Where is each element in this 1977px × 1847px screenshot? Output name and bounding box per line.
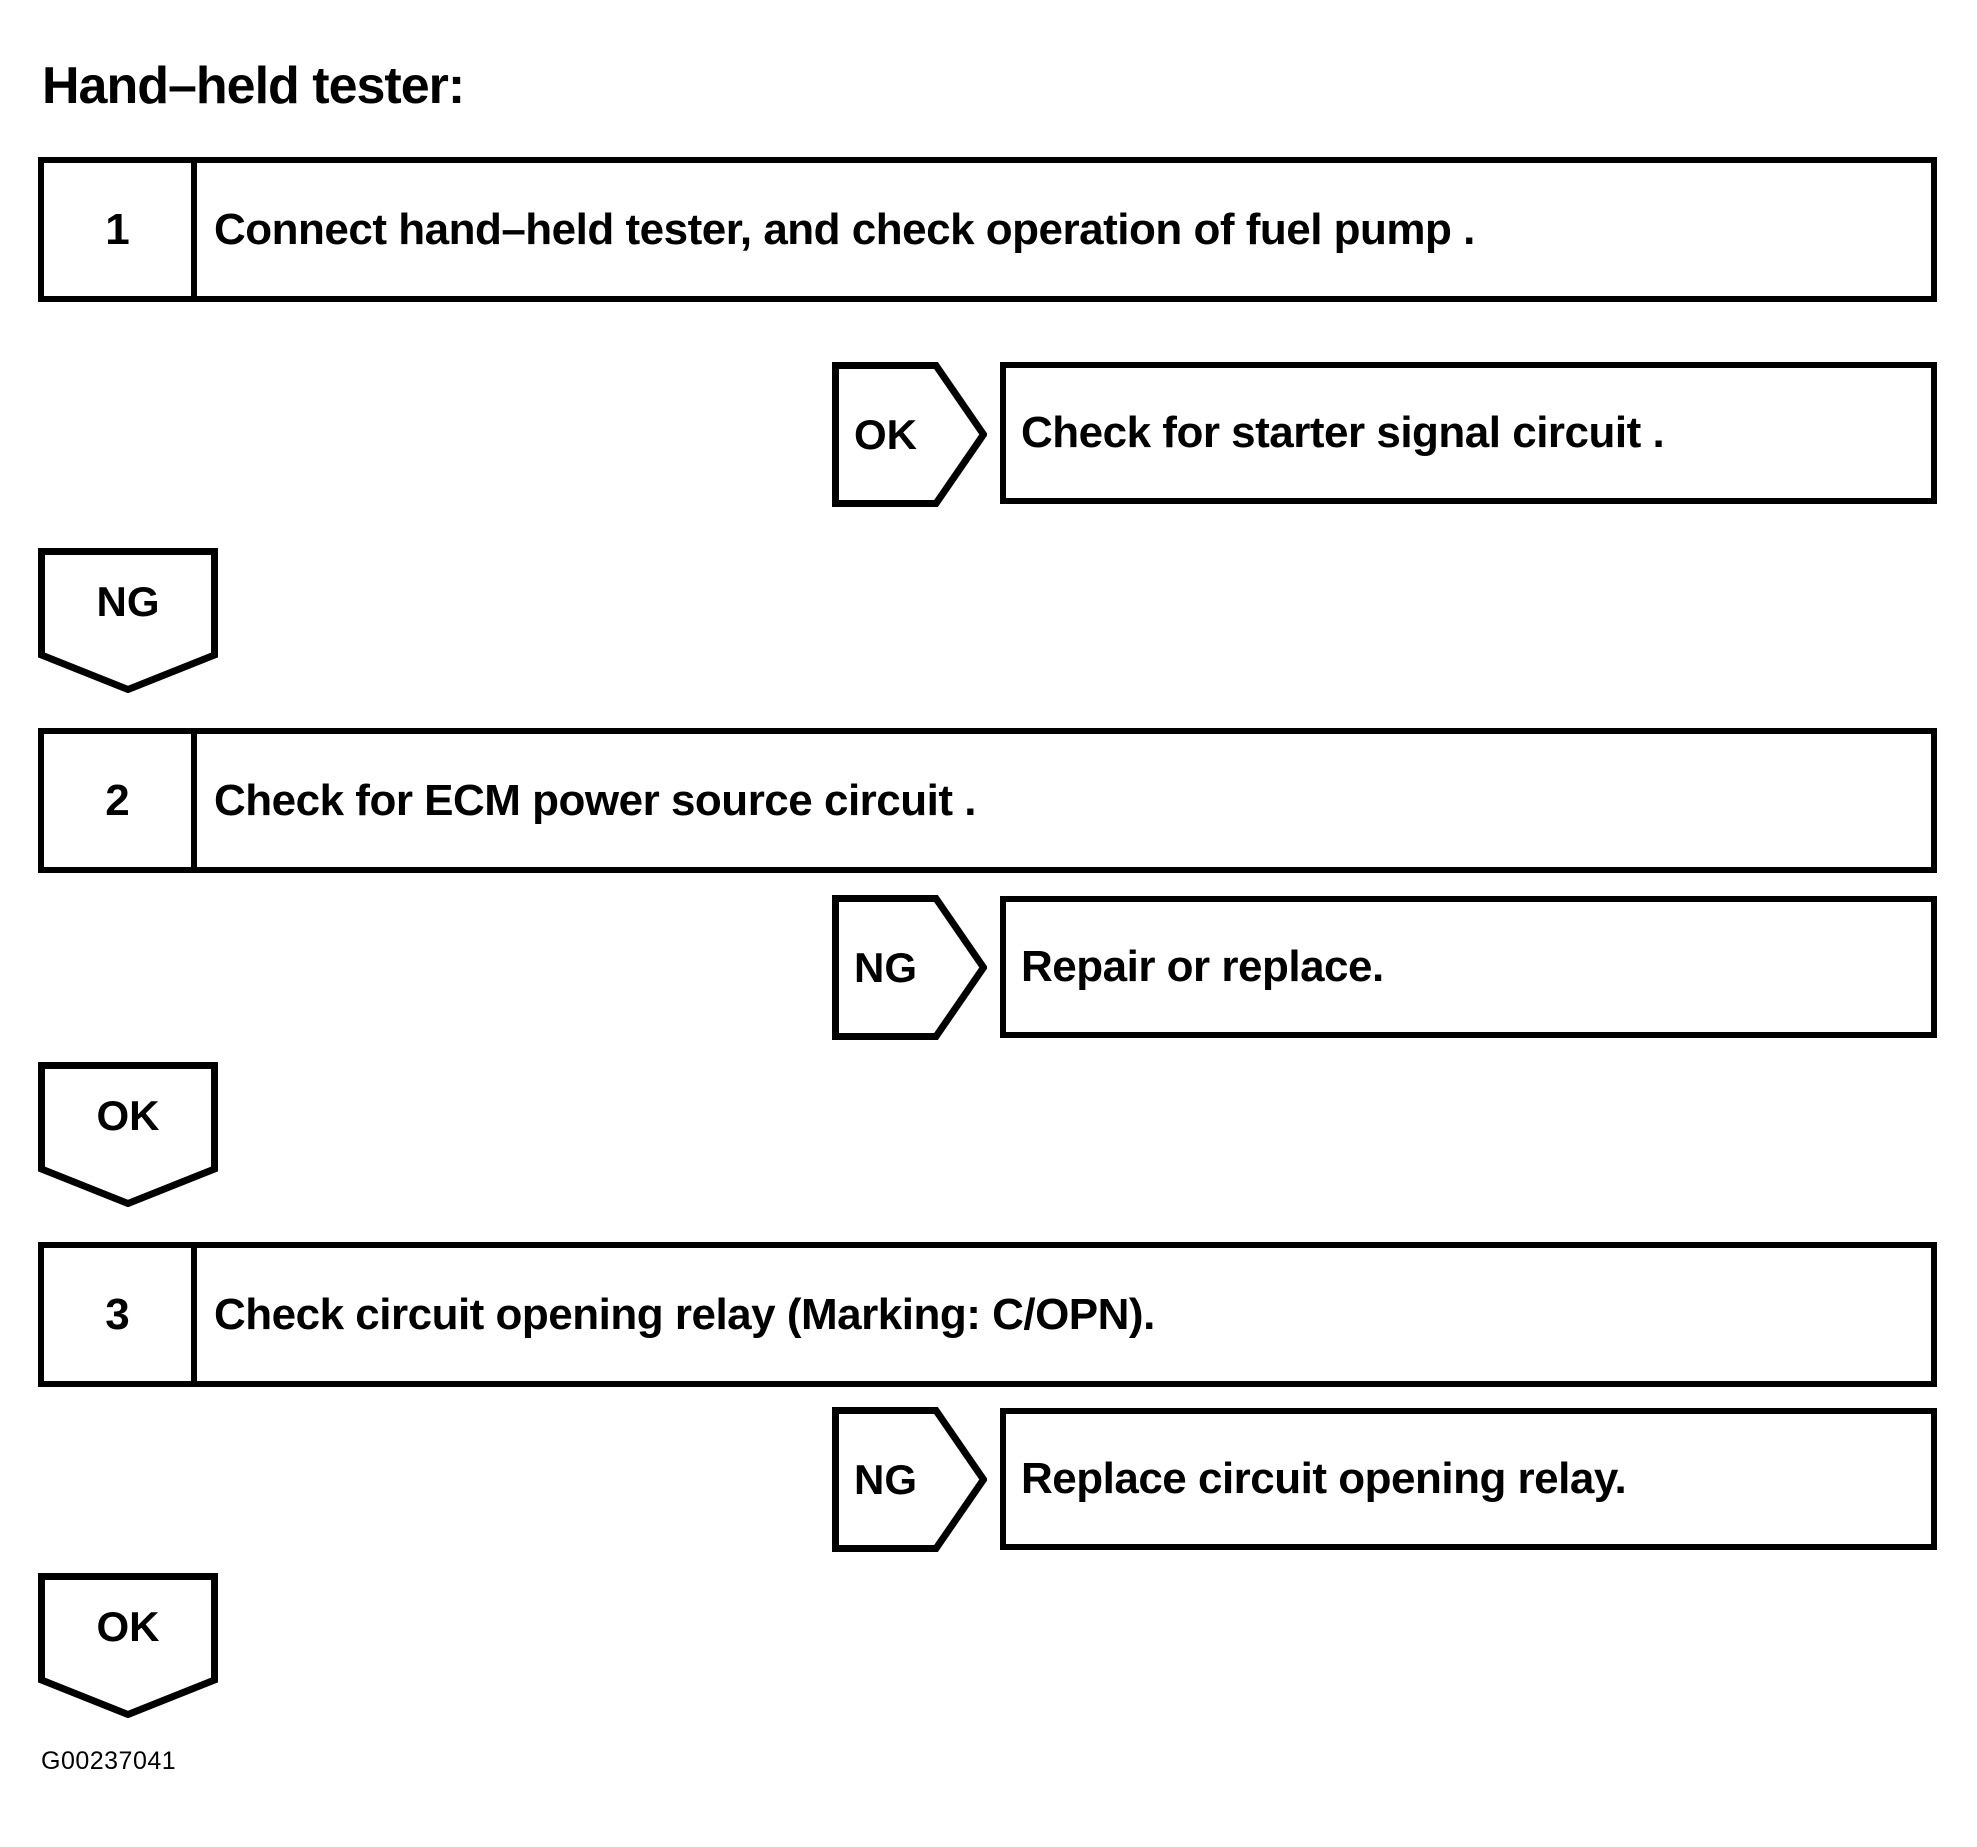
- page-title: Hand–held tester:: [42, 57, 465, 115]
- connector-label: OK: [96, 1603, 160, 1650]
- figure-id: G00237041: [41, 1747, 177, 1775]
- step-number: 2: [44, 734, 197, 867]
- branch-label: NG: [854, 943, 917, 991]
- pentagon-arrow-right-shape: [832, 1407, 987, 1552]
- ng-arrow-down-icon: NG: [38, 548, 218, 693]
- step-text: Check for ECM power source circuit .: [214, 775, 976, 825]
- step-box-2: 2 Check for ECM power source circuit .: [38, 728, 1937, 873]
- connector-label: NG: [96, 578, 160, 625]
- ok-arrow-right-icon: OK: [832, 362, 987, 507]
- ng-arrow-right-icon: NG: [832, 895, 987, 1040]
- pentagon-arrow-down-shape: [38, 1062, 218, 1207]
- step-box-1: 1 Connect hand–held tester, and check op…: [38, 157, 1937, 302]
- result-box: Check for starter signal circuit .: [1000, 362, 1937, 504]
- step-text: Connect hand–held tester, and check oper…: [214, 204, 1475, 254]
- pentagon-arrow-down-shape: [38, 1573, 218, 1718]
- step-box-3: 3 Check circuit opening relay (Marking: …: [38, 1242, 1937, 1387]
- connector-label: OK: [96, 1092, 160, 1139]
- step-text: Check circuit opening relay (Marking: C/…: [214, 1289, 1155, 1339]
- branch-label: NG: [854, 1455, 917, 1503]
- step-number: 1: [44, 163, 197, 296]
- result-box: Replace circuit opening relay.: [1000, 1408, 1937, 1550]
- pentagon-arrow-down-shape: [38, 548, 218, 693]
- ng-arrow-right-icon: NG: [832, 1407, 987, 1552]
- pentagon-arrow-right-shape: [832, 362, 987, 507]
- step-number: 3: [44, 1248, 197, 1381]
- branch-label: OK: [854, 410, 917, 458]
- result-box: Repair or replace.: [1000, 896, 1937, 1038]
- pentagon-arrow-right-shape: [832, 895, 987, 1040]
- ok-arrow-down-icon: OK: [38, 1573, 218, 1718]
- ok-arrow-down-icon: OK: [38, 1062, 218, 1207]
